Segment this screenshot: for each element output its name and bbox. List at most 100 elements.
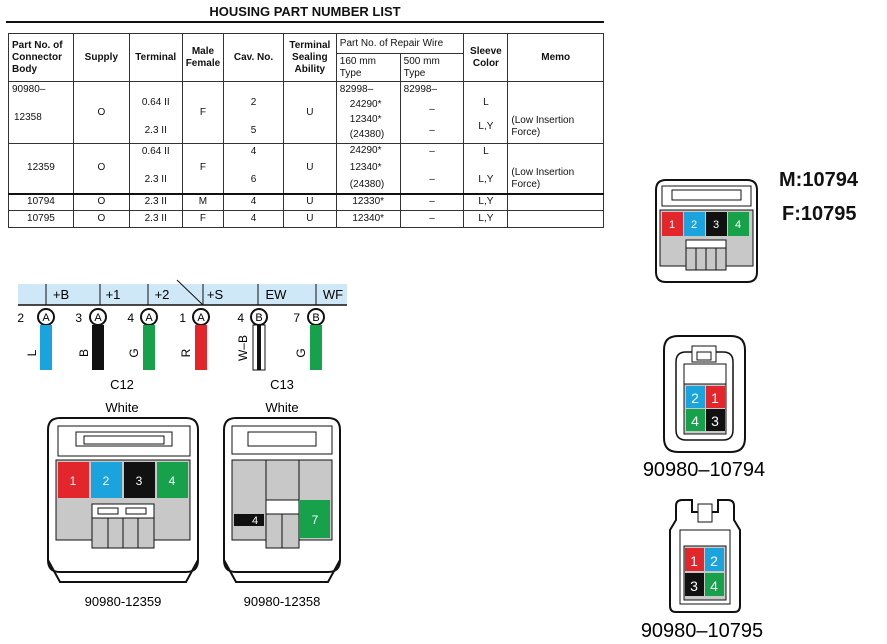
wire-pin-number: 3	[75, 311, 82, 325]
rt-latch-inner	[671, 189, 742, 201]
row1-part-a: 90980–	[12, 83, 46, 95]
c12-base	[47, 559, 199, 583]
row4-term: 2.3 II	[128, 210, 183, 228]
c12-pin-3: 3	[136, 474, 143, 488]
c12-cell-3	[124, 462, 155, 498]
table-row: 90980– 12358 O 0.64 II 2.3 II F 2 5 U 82…	[8, 81, 604, 144]
connector-right-top: 1 2 3 4	[655, 179, 758, 283]
wire-1: 2 A L	[17, 308, 55, 370]
row1-term-b: 2.3 II	[144, 124, 167, 136]
row2-cav-a: 4	[250, 146, 257, 158]
row1-memo: (Low Insertion Force)	[507, 81, 604, 144]
row2-term-a: 0.64 II	[141, 146, 170, 158]
rt-cell-3	[706, 212, 727, 236]
bus-divider-diagonal	[176, 279, 204, 306]
connector-right-middle: 2 1 4 3 90980–10794	[643, 335, 765, 481]
rm-pin-1: 1	[711, 390, 719, 406]
rb-latch	[697, 503, 713, 523]
header-cav-no: Cav. No.	[223, 33, 284, 82]
female-part-label: F:10795	[782, 203, 857, 225]
rb-part-number: 90980–10795	[641, 620, 763, 642]
c12-pin-2: 2	[103, 474, 110, 488]
row2-supply: O	[72, 143, 130, 194]
wire-stripe	[143, 325, 155, 370]
row2-w160-b: 12340*	[349, 162, 382, 174]
c12-cell-2	[91, 462, 122, 498]
row1-sleeve-a: L	[483, 96, 489, 108]
bus-label-wf: WF	[323, 287, 343, 302]
bus-label-b: +B	[53, 287, 69, 302]
c13-cell-7	[300, 500, 330, 538]
wire-6: 7 B G	[293, 308, 325, 370]
wire-color-code: R	[179, 348, 193, 357]
wire-connector-letter: B	[312, 312, 319, 324]
row2-cav-b: 6	[250, 174, 257, 186]
c12-part-number: 90980-12359	[85, 594, 162, 609]
header-sleeve: Sleeve Color	[463, 33, 509, 82]
c13-retainer	[265, 499, 300, 515]
c12-retainer-slot	[97, 507, 119, 515]
power-bus-bar: +B +1 +2 +S EW WF	[18, 279, 347, 306]
rb-cell-1	[685, 548, 704, 571]
header-part-no: Part No. of Connector Body	[8, 33, 74, 82]
wire-3: 4 A G	[127, 308, 158, 370]
wire-connector-letter: A	[42, 312, 50, 324]
c12-pin-4: 4	[169, 474, 176, 488]
row2-sleeve-a: L	[483, 146, 489, 158]
rb-cell-4	[705, 573, 724, 596]
row1-w160-d: (24380)	[349, 129, 385, 141]
rb-pin-2: 2	[710, 553, 718, 569]
wire-pin-number: 2	[17, 311, 24, 325]
wire-pin-number: 7	[293, 311, 300, 325]
bus-label-s: +S	[207, 287, 224, 302]
row2-term-b: 2.3 II	[144, 174, 167, 186]
wire-stripe	[310, 325, 322, 370]
rb-pin-4: 4	[710, 578, 718, 594]
connector-c12: C12 White 1 2 3 4 90980-12359	[47, 377, 199, 609]
rm-pin-3: 3	[711, 413, 719, 429]
rm-cell-4	[686, 409, 705, 431]
wire-connector-letter: A	[145, 312, 153, 324]
row1-part-b: 12358	[14, 111, 42, 123]
row2-seal: U	[282, 143, 337, 194]
row4-cav: 4	[223, 210, 284, 228]
rb-cell-3	[685, 573, 704, 596]
c13-latch-inner	[247, 431, 317, 447]
rt-pin-2: 2	[691, 219, 697, 231]
wire-connector-letter: B	[255, 312, 262, 324]
rm-latch-slot	[696, 351, 712, 361]
row2-mf: F	[181, 143, 225, 194]
row2-w500-a: –	[429, 146, 435, 158]
header-supply: Supply	[72, 33, 130, 82]
bus-label-ew: EW	[266, 287, 288, 302]
rm-cell-1	[706, 386, 725, 408]
male-part-label: M:10794	[779, 169, 858, 191]
table-title: HOUSING PART NUMBER LIST	[209, 4, 401, 19]
wire-stripe	[92, 325, 104, 370]
wire-color-code: B	[77, 349, 91, 357]
c12-color-name: White	[105, 400, 138, 415]
wire-pin-number: 4	[237, 311, 244, 325]
wire-pin-number: 1	[179, 311, 186, 325]
row4-w500: –	[399, 210, 465, 228]
c13-base	[223, 559, 341, 583]
row4-mf: F	[181, 210, 225, 228]
row1-sleeve-b: L,Y	[478, 120, 494, 132]
rm-pin-2: 2	[691, 390, 699, 406]
row2-w160-a: 24290*	[349, 145, 382, 157]
wire-tracer	[257, 325, 261, 370]
row1-seal: U	[282, 81, 337, 144]
row4-seal: U	[282, 210, 337, 228]
c13-part-number: 90980-12358	[244, 594, 321, 609]
c12-pin-1: 1	[70, 474, 77, 488]
rt-cell-4	[728, 212, 749, 236]
header-sealing: Terminal Sealing Ability	[282, 33, 337, 82]
rm-part-number: 90980–10794	[643, 459, 765, 481]
wire-color-code: W–B	[236, 335, 250, 361]
c12-cell-4	[157, 462, 188, 498]
row1-w160-a: 82998–	[339, 83, 374, 95]
wire-connector-letter: A	[197, 312, 205, 324]
row2-part: 12359	[8, 143, 74, 194]
header-160mm: 160 mm Type	[335, 53, 401, 82]
